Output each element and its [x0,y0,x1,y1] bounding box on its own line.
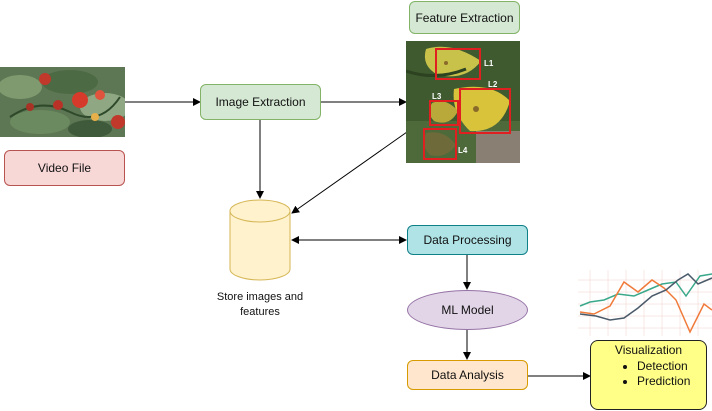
feature-extraction-label: Feature Extraction [415,10,514,25]
ml-model-label: ML Model [441,303,494,317]
visualization-title: Visualization [614,343,683,357]
visualization-item-prediction: Prediction [637,374,706,389]
store-label: Store images and features [216,291,304,318]
bbox-l1 [435,48,481,80]
visualization-list: Detection Prediction [591,359,706,389]
video-thumbnail-image [0,67,125,137]
visualization-item-detection: Detection [637,359,706,374]
chart-series-teal [579,273,712,307]
video-file-label: Video File [37,161,92,175]
data-processing-label: Data Processing [423,233,512,247]
feature-extraction-node: Feature Extraction [409,1,520,34]
bbox-l2 [459,88,511,134]
image-extraction-label: Image Extraction [215,95,306,109]
leaf-feature-image: L1 L2 L3 L4 [406,41,520,163]
chart-series-orange [579,279,712,334]
store-cylinder-icon [229,199,291,281]
image-extraction-node: Image Extraction [200,84,321,120]
leaf-label-l3: L3 [432,92,442,101]
video-file-node: Video File [4,150,125,186]
leaf-label-l4: L4 [458,146,468,155]
leaf-label-l1: L1 [484,59,494,68]
leaf-label-l2: L2 [488,80,498,89]
data-analysis-label: Data Analysis [431,368,504,382]
data-analysis-node: Data Analysis [407,360,528,390]
ml-model-node: ML Model [407,290,528,330]
edge-feature-to-store [291,131,408,214]
visualization-node: Visualization Detection Prediction [590,340,707,410]
bbox-l3 [429,100,459,126]
line-chart-thumbnail [578,270,712,336]
chart-series-dark [579,273,712,321]
bbox-l4 [423,128,457,160]
data-processing-node: Data Processing [407,225,528,255]
